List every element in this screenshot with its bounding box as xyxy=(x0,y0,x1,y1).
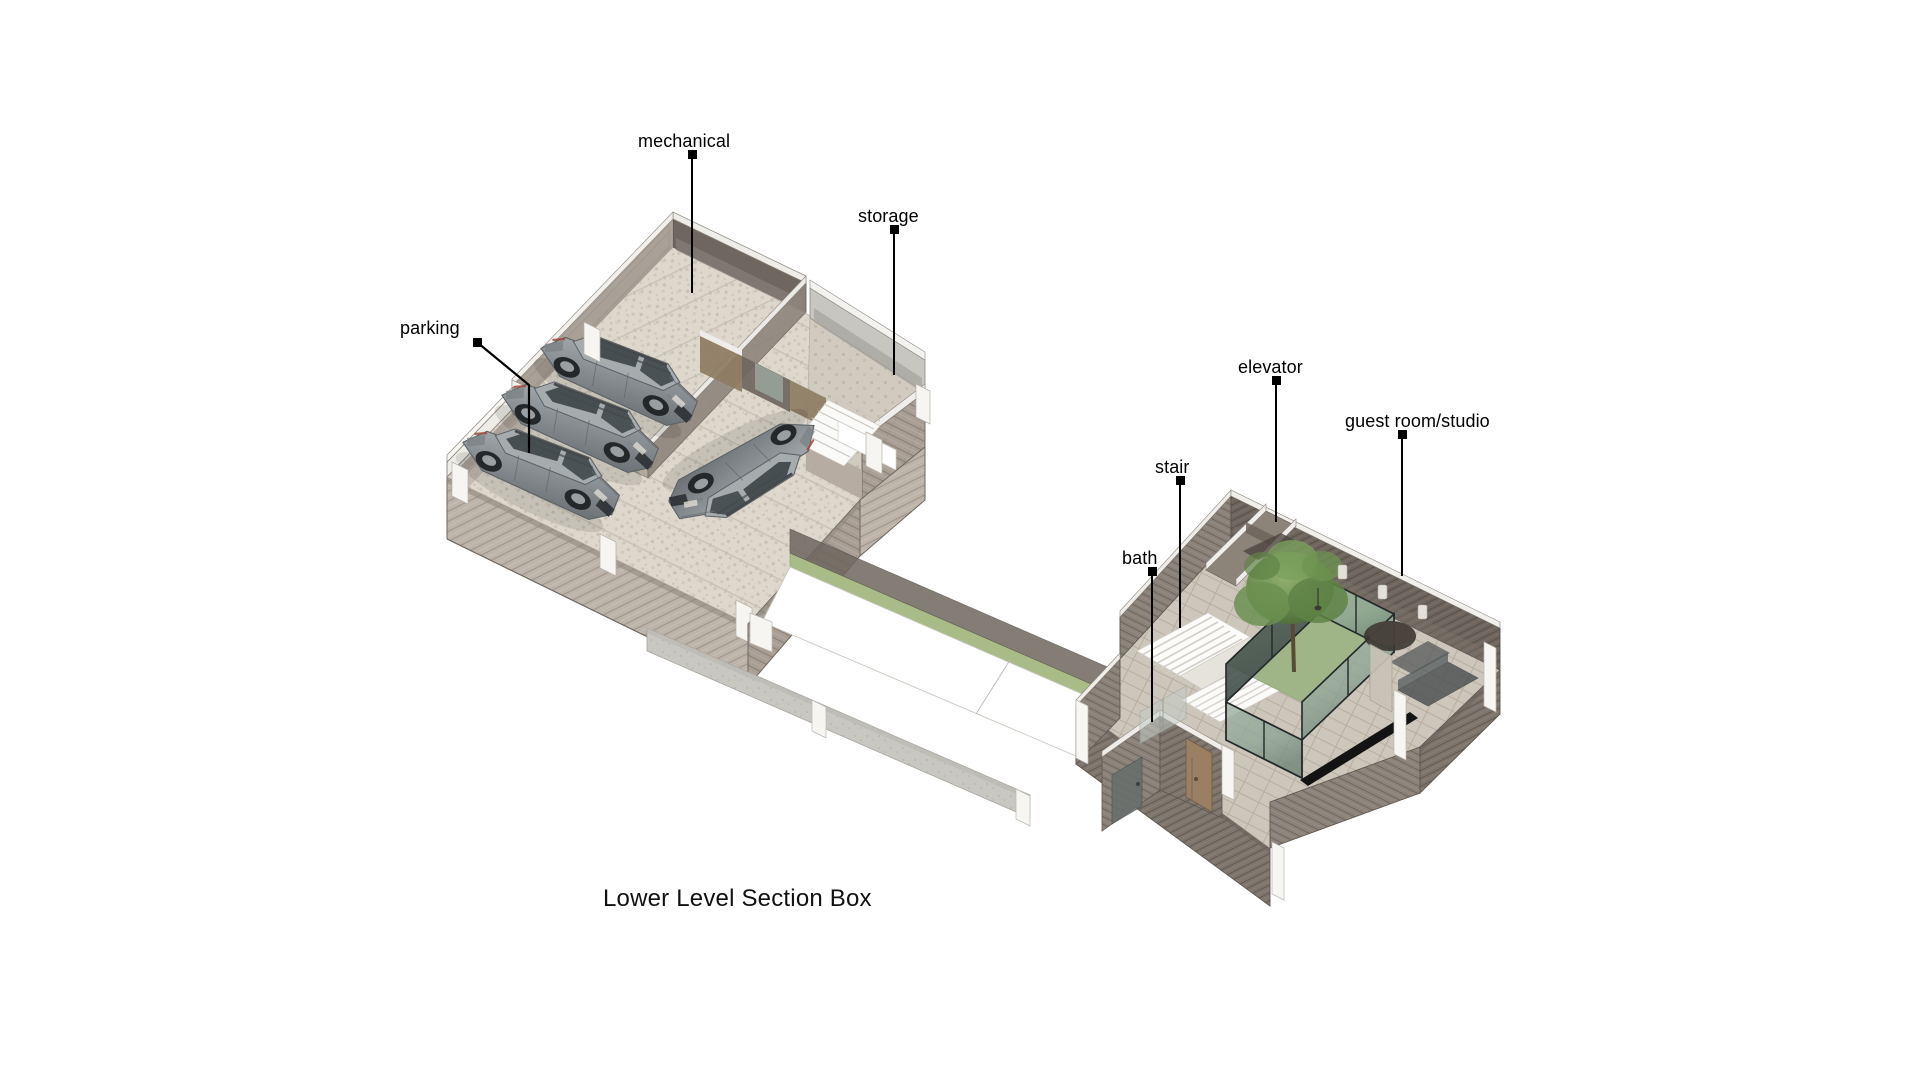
annotation-marker-parking xyxy=(473,338,482,347)
annotation-leader-guest-room-studio xyxy=(1401,439,1403,576)
annotation-label-guest-room-studio: guest room/studio xyxy=(1345,411,1490,431)
annotation-marker-bath xyxy=(1148,567,1157,576)
annotation-marker-elevator xyxy=(1272,376,1281,385)
house-wall-south-front xyxy=(1269,746,1421,849)
annotation-marker-guest-room-studio xyxy=(1398,430,1407,439)
annotation-label-elevator: elevator xyxy=(1238,357,1303,377)
guest-house-block xyxy=(1075,489,1501,907)
page-title: Lower Level Section Box xyxy=(603,885,872,912)
annotation-marker-storage xyxy=(890,225,899,234)
house-column-caps xyxy=(1075,641,1497,901)
house-wall-northwest xyxy=(1075,489,1232,766)
garage-block xyxy=(446,211,931,688)
annotation-leader-elevator xyxy=(1275,385,1277,522)
annotation-label-bath: bath xyxy=(1122,548,1158,568)
guest-room-furnishings xyxy=(1300,564,1479,786)
annotation-leader-mechanical xyxy=(691,159,693,293)
garage-wall-east xyxy=(859,445,926,558)
annotation-label-stair: stair xyxy=(1155,457,1190,477)
annotation-label-storage: storage xyxy=(858,206,919,226)
connecting-corridor xyxy=(646,528,1129,827)
annotation-marker-stair xyxy=(1176,476,1185,485)
pendant-lights xyxy=(1337,564,1428,620)
annotation-leader-bath xyxy=(1151,576,1153,722)
courtyard-tree xyxy=(1234,540,1348,673)
annotation-leader-storage xyxy=(893,234,895,375)
annotation-marker-mechanical xyxy=(688,150,697,159)
room-bath xyxy=(1101,685,1223,832)
annotation-label-mechanical: mechanical xyxy=(638,131,731,151)
annotation-leader-stair xyxy=(1179,485,1181,628)
annotation-label-parking: parking xyxy=(400,318,460,338)
